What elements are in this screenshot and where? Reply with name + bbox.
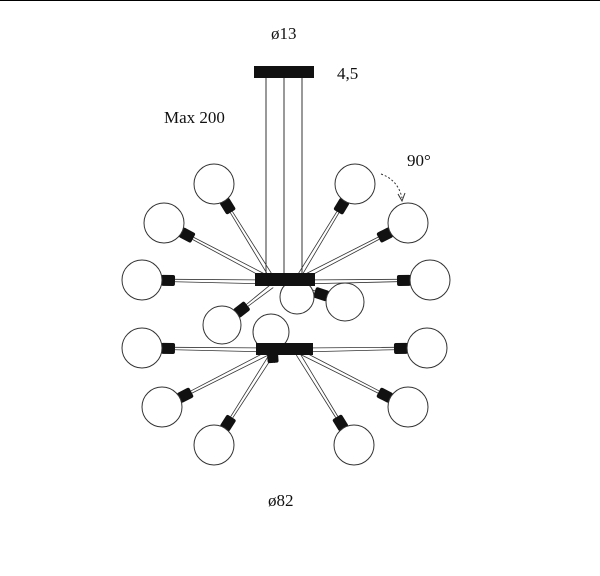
lower-arm-wire-5-1 bbox=[300, 349, 380, 392]
upper-arm-wire-5-1 bbox=[296, 236, 379, 279]
upper-globe-3 bbox=[121, 259, 163, 301]
lower-arm-wire-6-2 bbox=[295, 354, 337, 418]
lower-lamp-holder-3 bbox=[220, 415, 236, 432]
upper-arm-wire-4-2 bbox=[299, 212, 340, 280]
upper-globe-5 bbox=[387, 202, 429, 244]
lower-globe-2 bbox=[141, 386, 183, 428]
upper-globe-8 bbox=[325, 282, 365, 322]
upper-globe-6 bbox=[409, 259, 451, 301]
lower-globe-1 bbox=[121, 327, 163, 369]
upper-arm-wire-4-1 bbox=[295, 211, 338, 278]
top-border-line bbox=[0, 0, 600, 1]
lower-globe-4 bbox=[406, 327, 448, 369]
upper-lamp-holder-8 bbox=[313, 287, 330, 302]
upper-arm-wire-3-1 bbox=[174, 281, 270, 285]
upper-lamp-holder-1 bbox=[220, 198, 236, 215]
upper-lamp-holder-3 bbox=[160, 274, 176, 286]
lower-arm-wire-4-1 bbox=[299, 346, 394, 349]
upper-lamp-holder-5 bbox=[376, 227, 393, 243]
lower-globe-3 bbox=[193, 424, 235, 466]
rotation-arrow-head bbox=[397, 192, 406, 203]
lower-arm-wire-3-2 bbox=[230, 352, 271, 417]
lower-arm-wire-4-2 bbox=[300, 349, 395, 353]
upper-arm-wire-2-2 bbox=[193, 236, 274, 279]
lower-lamp-holder-2 bbox=[177, 387, 194, 403]
ceiling-canopy bbox=[254, 66, 314, 78]
upper-lamp-holder-2 bbox=[178, 227, 196, 243]
overall-diameter-label: ø82 bbox=[268, 491, 294, 510]
lower-arm-wire-1-1 bbox=[174, 349, 270, 353]
lower-hub bbox=[256, 343, 313, 355]
globe-group bbox=[121, 163, 451, 466]
chandelier-structure bbox=[160, 66, 412, 432]
lower-lamp-holder-6 bbox=[332, 414, 349, 431]
upper-lamp-holder-6 bbox=[396, 274, 412, 286]
lower-arm-wire-2-1 bbox=[191, 353, 272, 394]
canopy-diameter-label: ø13 bbox=[271, 24, 297, 43]
lower-arm-wire-6-1 bbox=[299, 352, 339, 417]
lower-globe-5 bbox=[387, 386, 429, 428]
upper-lamp-holder-4 bbox=[333, 198, 350, 215]
upper-arm-wire-1-2 bbox=[232, 211, 275, 278]
lower-arm-wire-1-2 bbox=[175, 346, 271, 349]
max-drop-label: Max 200 bbox=[164, 108, 225, 127]
canopy-height-label: 4,5 bbox=[337, 64, 359, 83]
rotation-angle-label: 90° bbox=[407, 151, 431, 170]
lower-lamp-holder-5 bbox=[376, 387, 393, 403]
upper-globe-2 bbox=[143, 202, 185, 244]
rotation-arrow bbox=[380, 173, 403, 199]
upper-arm-wire-6-1 bbox=[299, 278, 397, 281]
upper-arm-wire-7-2 bbox=[246, 284, 272, 305]
upper-arm-wire-1-1 bbox=[229, 212, 271, 280]
upper-arm-wire-7-1 bbox=[247, 287, 274, 307]
upper-hub bbox=[255, 273, 315, 286]
upper-globe-4 bbox=[334, 163, 376, 205]
lower-lamp-holder-4 bbox=[393, 342, 409, 354]
lower-arm-wire-3-1 bbox=[232, 354, 275, 419]
upper-globe-7 bbox=[202, 305, 242, 345]
lower-globe-6 bbox=[333, 424, 375, 466]
upper-arm-wire-3-2 bbox=[175, 278, 271, 281]
lower-arm-wire-2-2 bbox=[190, 349, 270, 392]
lower-lamp-holder-1 bbox=[160, 342, 176, 354]
upper-globe-1 bbox=[193, 163, 235, 205]
lower-arm-wire-5-2 bbox=[298, 353, 379, 394]
